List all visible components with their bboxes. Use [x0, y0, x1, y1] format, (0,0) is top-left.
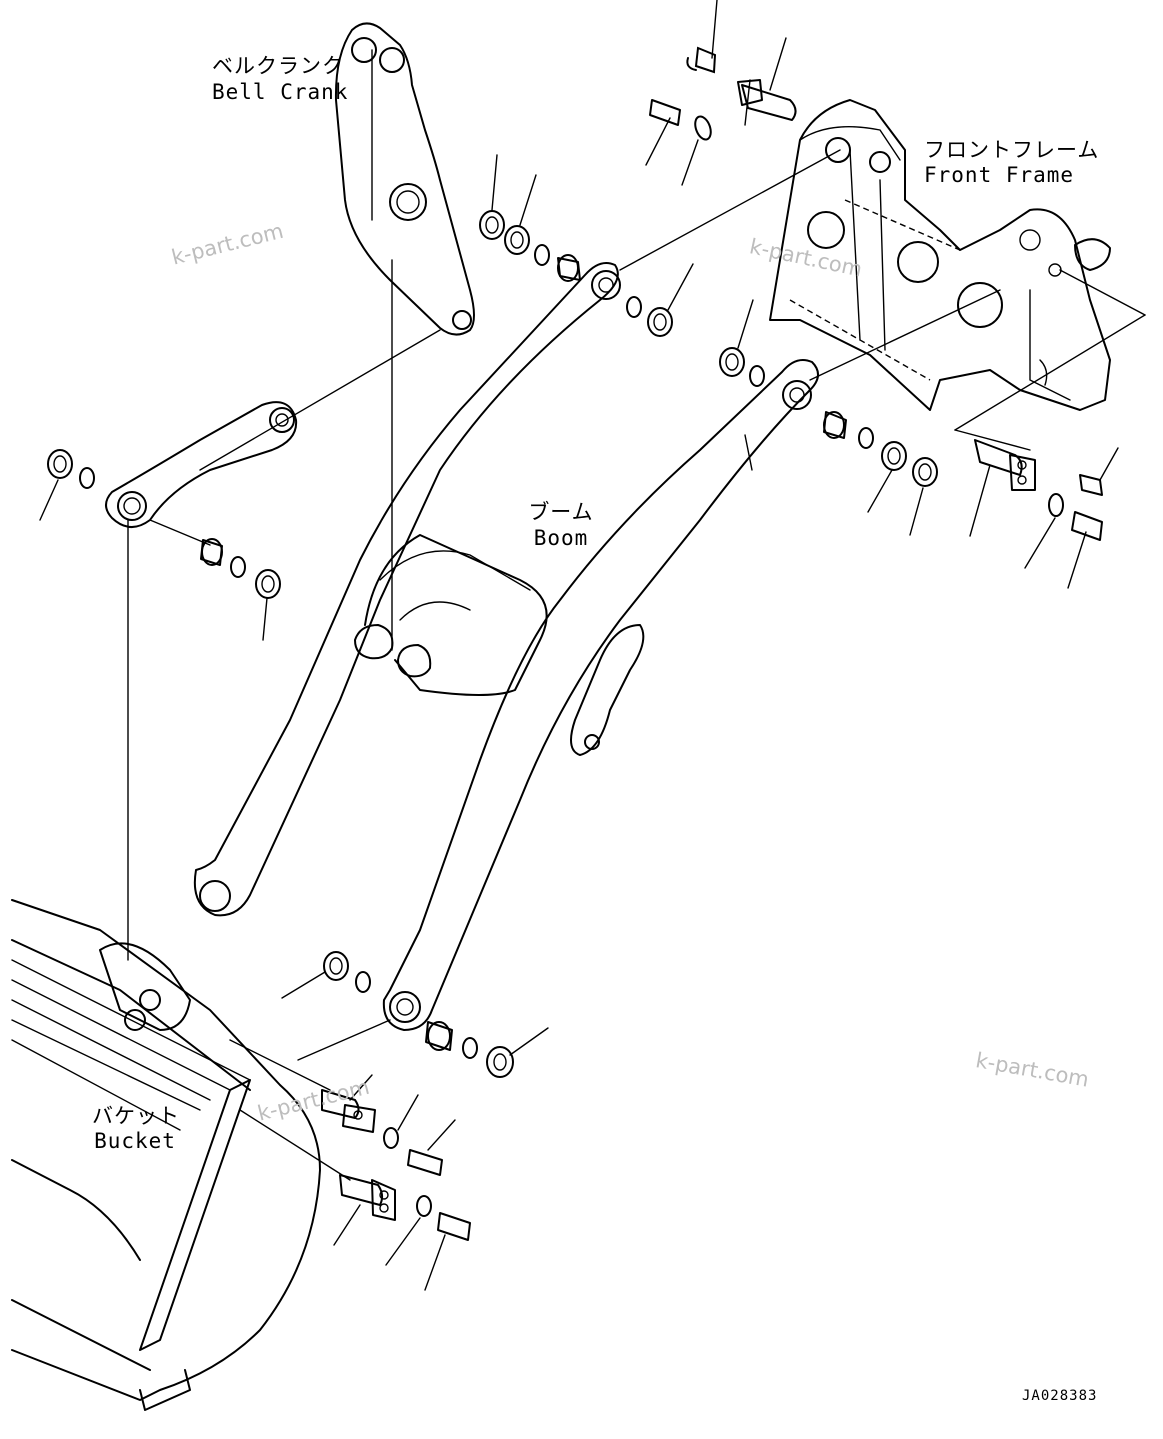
bucket: [11, 899, 321, 1411]
drawing-code: JA028383: [1022, 1388, 1098, 1404]
bell-crank-label-en: Bell Crank: [212, 80, 349, 104]
boom-label-en: Boom: [533, 526, 589, 550]
front-frame: [769, 99, 1111, 411]
bell-crank: [334, 22, 475, 336]
bucket-label-en: Bucket: [94, 1129, 176, 1153]
bucket-link: [105, 401, 298, 528]
bucket-label-jp: バケット: [92, 1104, 180, 1128]
leader-lines: [39, 0, 1119, 1291]
bell-crank-label-jp: ベルクランク: [212, 54, 344, 78]
boom-label-jp: ブーム: [528, 500, 594, 524]
assembly-lines: [127, 79, 1146, 1181]
boom: [193, 262, 819, 1031]
front-frame-label-jp: フロントフレーム: [924, 138, 1100, 162]
front-frame-label-en: Front Frame: [924, 163, 1075, 187]
hardware: [47, 46, 1103, 1241]
